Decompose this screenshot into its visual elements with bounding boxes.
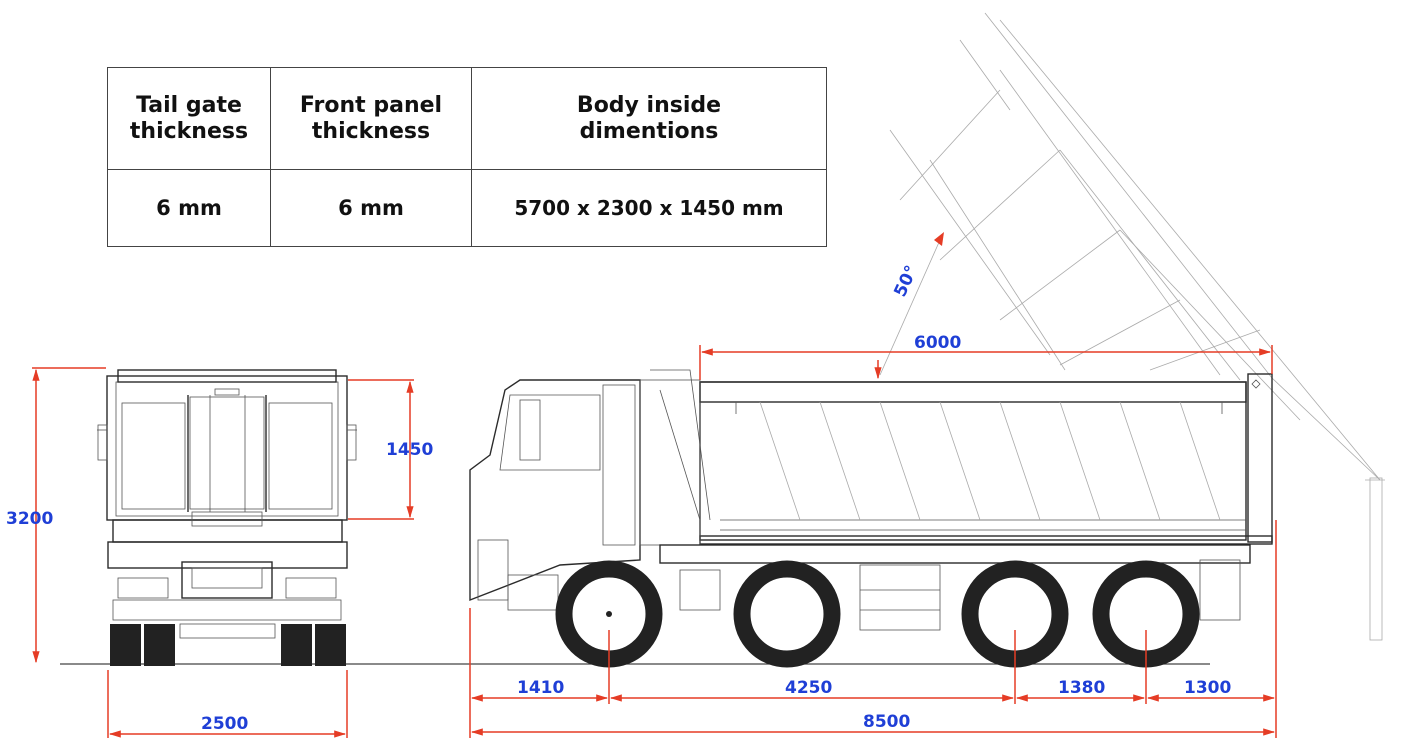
rear-height-label: 3200: [6, 509, 53, 529]
tipped-body-outline: [889, 12, 1385, 641]
body-length-label: 6000: [914, 333, 961, 353]
tail-gate-thickness-value: 6 mm: [107, 169, 271, 247]
rear-view: [97, 369, 357, 666]
front-overhang-label: 1410: [517, 678, 564, 698]
header-body-dimensions: Body inside dimentions: [471, 67, 827, 170]
header-body-line2: dimentions: [579, 118, 719, 144]
header-body-line1: Body inside: [576, 92, 722, 118]
dim-axle-row: [469, 520, 1277, 738]
rear-width-label: 2500: [201, 714, 248, 734]
dim-body-length: [699, 345, 1273, 380]
header-tail-gate: Tail gate thickness: [107, 67, 271, 170]
wheelbase-label: 4250: [785, 678, 832, 698]
axle-spacing-label: 1380: [1058, 678, 1105, 698]
dim-body-height: [348, 379, 414, 520]
header-front-panel: Front panel thickness: [270, 67, 472, 170]
dim-rear-width: [107, 670, 348, 738]
header-front-panel-line1: Front panel: [299, 92, 443, 118]
wheel-second: [733, 560, 841, 668]
front-panel-thickness-value: 6 mm: [270, 169, 472, 247]
header-tail-gate-line1: Tail gate: [136, 92, 242, 118]
dim-rear-height: [32, 367, 106, 664]
rear-overhang-label: 1300: [1184, 678, 1231, 698]
spec-table: Tail gate thickness Front panel thicknes…: [107, 67, 827, 247]
tip-angle-label: 50°: [890, 263, 922, 301]
spec-table-value-row: 6 mm 6 mm 5700 x 2300 x 1450 mm: [107, 169, 827, 247]
header-tail-gate-line2: thickness: [129, 118, 249, 144]
overall-length-label: 8500: [863, 712, 910, 732]
spec-table-header-row: Tail gate thickness Front panel thicknes…: [107, 67, 827, 170]
body-inside-dimensions-value: 5700 x 2300 x 1450 mm: [471, 169, 827, 247]
body-height-label: 1450: [386, 440, 433, 460]
header-front-panel-line2: thickness: [311, 118, 431, 144]
